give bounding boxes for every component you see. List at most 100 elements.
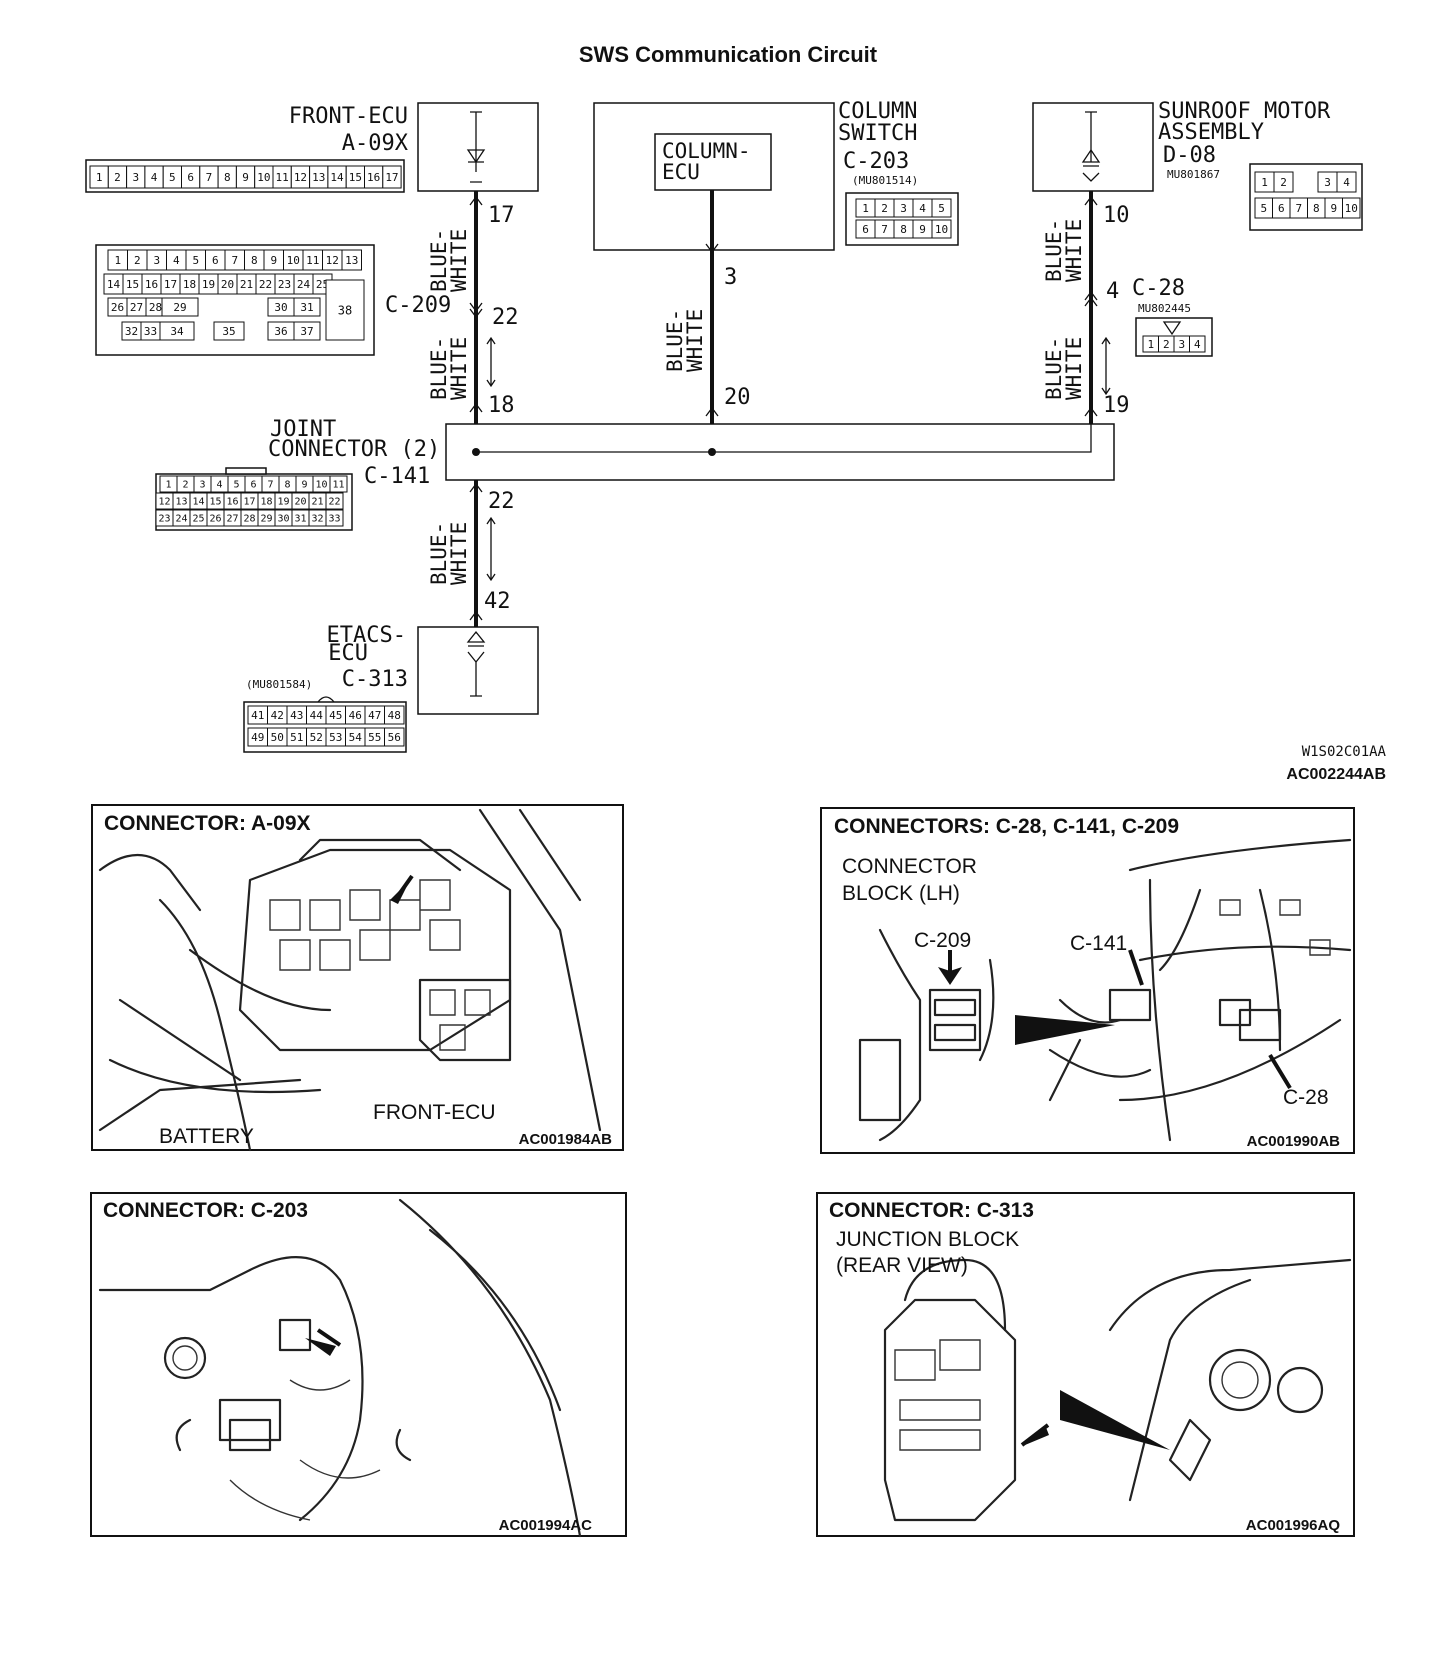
panel-c203-title: CONNECTOR: C-203 [103, 1199, 308, 1222]
panel-c28-label-c141: C-141 [1070, 932, 1127, 955]
column-ecu-label-2: ECU [662, 160, 700, 184]
c209-pin-label: 24 [297, 278, 311, 291]
c141-pin-label: 4 [216, 480, 222, 491]
panel-a09x-label-frontecu: FRONT-ECU [373, 1101, 496, 1124]
front-ecu-connector-id: A-09X [342, 131, 409, 156]
wire-color-4a: BLUE- [1042, 219, 1066, 282]
c209-pin-label: 19 [202, 278, 215, 291]
front-ecu-pin-label: 10 [257, 171, 270, 184]
pin-et-42: 42 [484, 589, 511, 614]
etacs-pin-label: 48 [388, 709, 401, 722]
wire-color-5a: BLUE- [1042, 337, 1066, 400]
sunroof-pin-label: 7 [1295, 202, 1302, 215]
c209-pin-label: 36 [274, 325, 287, 338]
c141-pin-label: 3 [199, 480, 205, 491]
c209-pin-label: 14 [107, 278, 121, 291]
etacs-label-2: ECU [328, 641, 368, 666]
column-ecu-label-1: COLUMN- [662, 139, 751, 163]
etacs-connector-id: C-313 [342, 667, 408, 692]
c141-pin-label: 13 [175, 497, 187, 508]
c209-pin-cell [293, 321, 321, 341]
sunroof-pin-label: 3 [1324, 176, 1331, 189]
column-switch-label-2: SWITCH [838, 121, 917, 146]
c209-pin-label: 18 [183, 278, 196, 291]
c141-pin-label: 17 [243, 497, 255, 508]
etacs-pin-label: 45 [329, 709, 342, 722]
column-switch-pin-label: 9 [919, 223, 926, 236]
wire-color-3b: WHITE [683, 309, 707, 372]
c141-pin-label: 33 [328, 514, 340, 525]
sunroof-connector-id: D-08 [1163, 143, 1216, 168]
panel-c28-code: AC001990AB [1247, 1133, 1341, 1150]
panel-c313-sketch [883, 1258, 1352, 1522]
wire-color-labels: BLUE- WHITE BLUE- WHITE BLUE- WHITE BLUE… [427, 219, 1086, 585]
sunroof-label-1: SUNROOF MOTOR [1158, 99, 1331, 124]
column-switch-pin-label: 4 [919, 202, 926, 215]
c209-pin-label: 32 [125, 325, 138, 338]
front-ecu-pin-label: 16 [367, 171, 380, 184]
c209-pin-cell [341, 249, 362, 271]
c209-pin-label: 31 [300, 301, 313, 314]
c209-pin-label: 33 [144, 325, 157, 338]
c141-pin-label: 18 [260, 497, 272, 508]
column-switch-connector-id: C-203 [843, 149, 909, 174]
column-switch-pin-cell [931, 198, 952, 218]
c141-pin-label: 19 [277, 497, 289, 508]
pin-sr-10: 10 [1103, 203, 1130, 228]
panel-c203-sketch [98, 1198, 582, 1538]
c141-pin-label: 29 [260, 514, 272, 525]
c209-pin-label: 23 [278, 278, 291, 291]
wire-color-3a: BLUE- [663, 309, 687, 372]
c209-pin-label: 34 [170, 325, 184, 338]
sunroof-pin-cell [1273, 171, 1294, 193]
c141-pin-label: 1 [165, 480, 171, 491]
c28-pin-label: 2 [1163, 338, 1170, 351]
front-ecu-pin-label: 8 [224, 171, 231, 184]
column-switch: COLUMN- ECU COLUMN SWITCH C-203 (MU80151… [593, 99, 918, 251]
c209-pin-label: 20 [221, 278, 234, 291]
etacs-pin-label: 46 [349, 709, 362, 722]
c141-pin-label: 6 [250, 480, 256, 491]
c141-pin-label: 14 [192, 497, 204, 508]
c209-pin-label: 1 [114, 254, 121, 267]
sunroof-label-2: ASSEMBLY [1158, 120, 1264, 145]
c209-pin-label: 2 [134, 254, 141, 267]
c141-pin-label: 21 [311, 497, 323, 508]
panel-a09x-code: AC001984AB [519, 1131, 613, 1148]
front-ecu-pin-label: 3 [132, 171, 139, 184]
c209-pin-cell [159, 321, 195, 341]
sunroof-pin-cell [1342, 197, 1361, 219]
c209-pin-label: 28 [149, 301, 162, 314]
c141-pin-cell [325, 492, 344, 510]
panel-c28-label-c28: C-28 [1283, 1086, 1329, 1109]
pin-j-19: 19 [1103, 393, 1130, 418]
c141-pin-label: 8 [284, 480, 290, 491]
etacs-part-number: (MU801584) [246, 678, 312, 691]
c141-pin-label: 20 [294, 497, 306, 508]
front-ecu-label: FRONT-ECU [289, 104, 408, 129]
column-switch-label-1: COLUMN [838, 99, 917, 124]
panel-c203-code: AC001994AC [499, 1517, 593, 1534]
etacs-pin-label: 50 [271, 731, 284, 744]
panel-c313: CONNECTOR: C-313 JUNCTION BLOCK (REAR VI… [816, 1192, 1355, 1537]
pin-c28-4: 4 [1106, 279, 1119, 304]
pin-col-3: 3 [724, 265, 737, 290]
c28-pin-label: 3 [1178, 338, 1185, 351]
c141-pin-label: 22 [328, 497, 340, 508]
c209-pin-label: 15 [126, 278, 139, 291]
c141-pin-label: 16 [226, 497, 238, 508]
c28-connector-id: C-28 [1132, 276, 1185, 301]
panel-a09x: CONNECTOR: A-09X BATTERY FRONT-ECU AC001… [91, 804, 624, 1152]
panel-c28-c141-c209: CONNECTORS: C-28, C-141, C-209 CONNECTOR… [820, 807, 1355, 1154]
wire-color-2a: BLUE- [427, 337, 451, 400]
wires [469, 190, 1111, 627]
front-ecu-pin-cell [382, 165, 402, 189]
panel-c28-sketch [858, 838, 1352, 1142]
c141-pin-label: 23 [158, 514, 170, 525]
panel-a09x-title: CONNECTOR: A-09X [104, 812, 311, 835]
c141-pin-label: 32 [311, 514, 323, 525]
